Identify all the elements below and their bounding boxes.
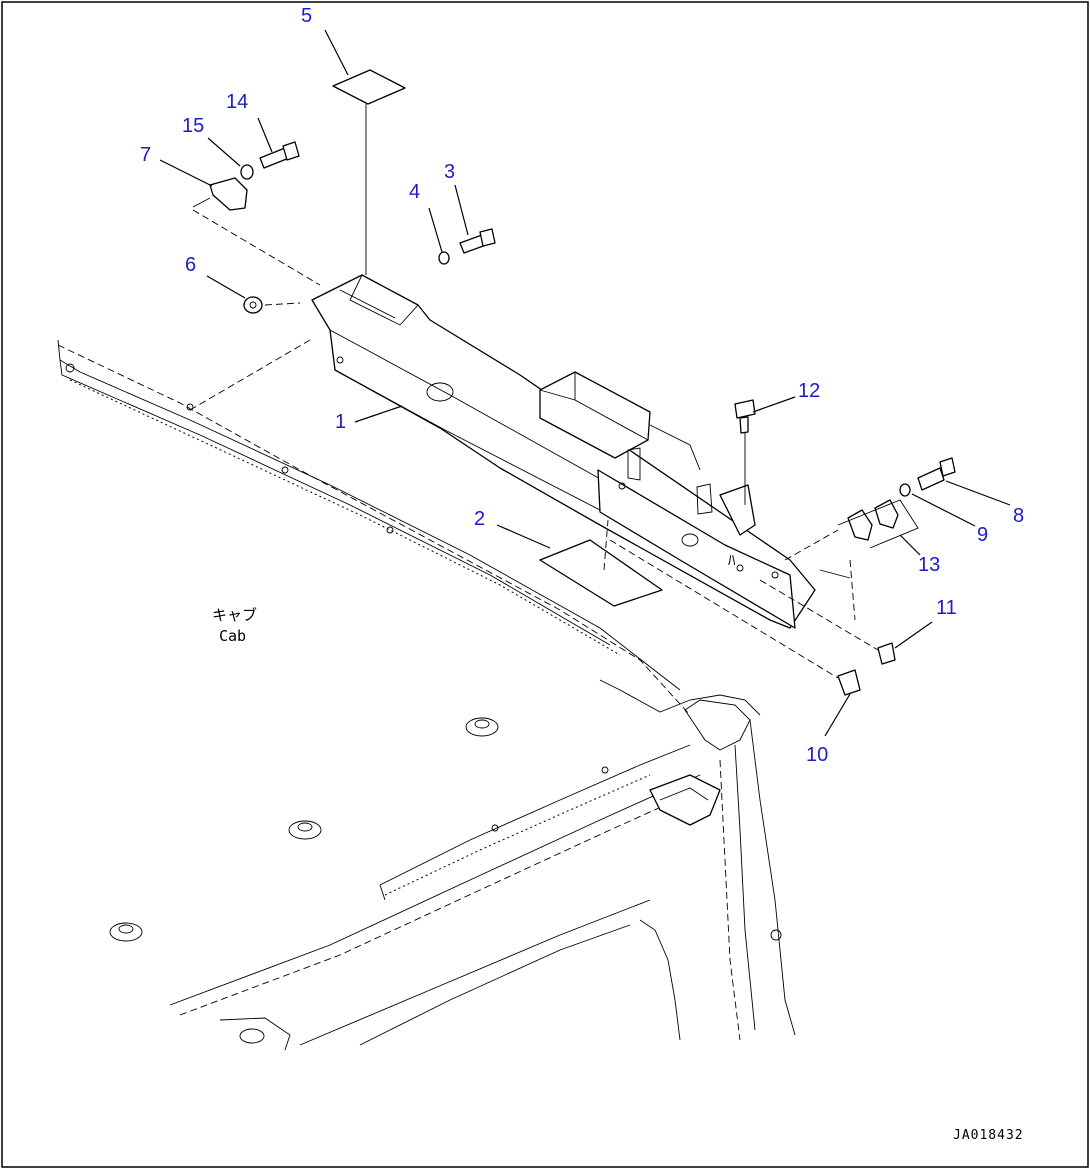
cab-label-jp: キャブ <box>212 606 257 624</box>
label-plate-2 <box>539 539 663 607</box>
callout-4: 4 <box>409 181 420 203</box>
callout-3: 3 <box>444 161 455 183</box>
cab-label-en: Cab <box>219 627 246 645</box>
callout-15: 15 <box>182 115 204 137</box>
svg-text:ﾊ: ﾊ <box>728 551 736 569</box>
bolt-8 <box>917 457 956 491</box>
nut-6 <box>243 296 263 314</box>
clip-13 <box>837 499 919 549</box>
bolt-14 <box>259 141 300 169</box>
bolt-3 <box>459 228 496 254</box>
callout-11: 11 <box>936 597 957 619</box>
washer-9 <box>899 483 911 497</box>
washer-4 <box>438 251 450 265</box>
clip-7 <box>209 177 248 211</box>
cab-outline <box>57 339 796 1051</box>
callouts: 1 2 3 4 5 6 7 8 9 10 11 12 13 14 15 <box>140 5 1024 766</box>
bracket-assembly: ﾊ <box>311 274 856 629</box>
callout-13: 13 <box>918 554 940 576</box>
callout-14: 14 <box>226 91 248 113</box>
callout-9: 9 <box>977 524 988 546</box>
callout-8: 8 <box>1013 505 1024 527</box>
bolt-12 <box>734 399 756 434</box>
bolt-11 <box>877 642 896 665</box>
figure-code: JA018432 <box>953 1128 1024 1143</box>
leader-lines <box>159 29 1011 737</box>
washer-15 <box>240 164 254 180</box>
callout-1: 1 <box>335 411 346 433</box>
callout-12: 12 <box>798 380 820 402</box>
callout-7: 7 <box>140 144 151 166</box>
callout-5: 5 <box>301 5 312 27</box>
label-plate-5 <box>332 69 406 105</box>
callout-2: 2 <box>474 508 485 530</box>
callout-6: 6 <box>185 254 196 276</box>
callout-10: 10 <box>806 744 828 766</box>
nut-10 <box>837 669 861 696</box>
